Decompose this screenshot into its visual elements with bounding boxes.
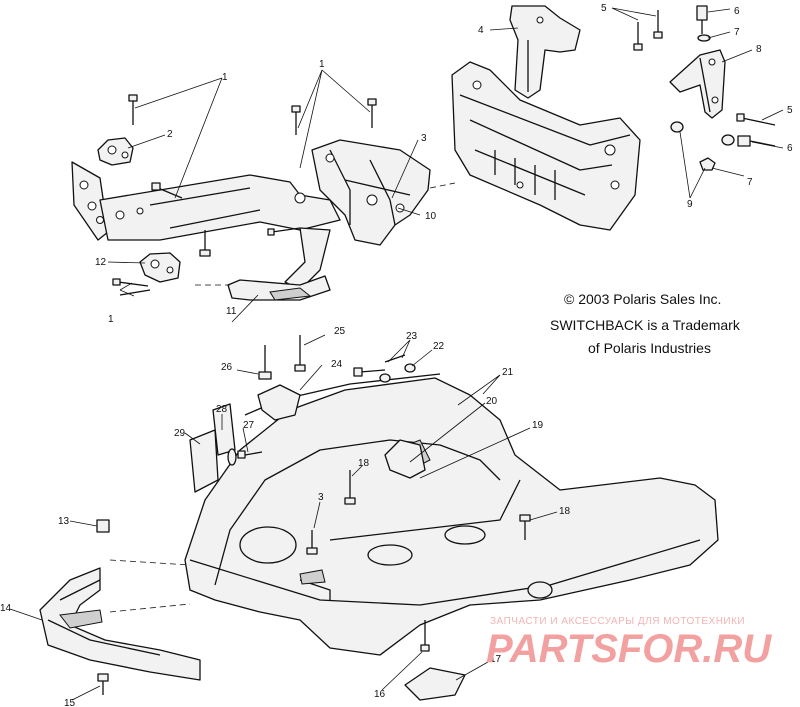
callout-9: 9 xyxy=(687,199,693,210)
callout-numbers: 1 1 1 2 3 3 4 5 5 6 6 7 7 8 9 10 11 12 1… xyxy=(0,3,793,707)
callout-17: 17 xyxy=(490,654,502,665)
watermark-tagline: ЗАПЧАСТИ И АКСЕССУАРЫ ДЛЯ МОТОТЕХНИКИ xyxy=(490,616,745,627)
callout-13: 13 xyxy=(58,516,70,527)
leader-lines xyxy=(9,7,784,701)
plate-8 xyxy=(669,49,726,119)
callout-1: 1 xyxy=(319,59,325,70)
copyright-block: © 2003 Polaris Sales Inc. SWITCHBACK is … xyxy=(550,291,741,356)
callout-7: 7 xyxy=(734,27,740,38)
callout-12: 12 xyxy=(95,257,107,268)
callout-29: 29 xyxy=(174,428,186,439)
bolts-1 xyxy=(112,94,377,296)
callout-25: 25 xyxy=(334,326,346,337)
watermark-brand: PARTSFOR.RU xyxy=(486,627,772,671)
copyright-line-2: SWITCHBACK is a Trademark xyxy=(550,317,741,333)
callout-18: 18 xyxy=(358,458,370,469)
callout-2: 2 xyxy=(167,129,173,140)
callout-1: 1 xyxy=(108,314,114,325)
callout-10: 10 xyxy=(425,211,437,222)
callout-1: 1 xyxy=(222,72,228,83)
callout-14: 14 xyxy=(0,603,12,614)
callout-16: 16 xyxy=(374,689,386,700)
copyright-line-3: of Polaris Industries xyxy=(588,340,711,356)
callout-3: 3 xyxy=(318,492,324,503)
callout-26: 26 xyxy=(221,362,233,373)
skid-17 xyxy=(404,620,466,701)
callout-15: 15 xyxy=(64,698,76,707)
callout-4: 4 xyxy=(478,25,484,36)
callout-19: 19 xyxy=(532,420,544,431)
bracket-4 xyxy=(509,5,581,99)
front-cross-frame xyxy=(451,61,641,231)
callout-20: 20 xyxy=(486,396,498,407)
callout-22: 22 xyxy=(433,341,445,352)
callout-11: 11 xyxy=(226,306,237,317)
small-hardware xyxy=(633,5,776,171)
nosepan-assembly xyxy=(109,373,719,656)
bracket-2 xyxy=(97,137,134,166)
plates-28-29 xyxy=(96,335,531,695)
callout-18: 18 xyxy=(559,506,571,517)
column-bracket-10 xyxy=(311,139,456,246)
callout-27: 27 xyxy=(243,420,255,431)
callout-6: 6 xyxy=(787,143,793,154)
callout-5: 5 xyxy=(601,3,607,14)
callout-7: 7 xyxy=(747,177,753,188)
callout-24: 24 xyxy=(331,359,343,370)
callout-23: 23 xyxy=(406,331,418,342)
front-bumper-14 xyxy=(39,567,201,681)
bracket-12 xyxy=(139,252,181,283)
callout-5: 5 xyxy=(787,105,793,116)
callout-6: 6 xyxy=(734,6,740,17)
callout-8: 8 xyxy=(756,44,762,55)
copyright-line-1: © 2003 Polaris Sales Inc. xyxy=(564,291,721,307)
callout-21: 21 xyxy=(502,367,514,378)
callout-3: 3 xyxy=(421,133,427,144)
watermark: ЗАПЧАСТИ И АКСЕССУАРЫ ДЛЯ МОТОТЕХНИКИ PA… xyxy=(486,616,772,671)
callout-28: 28 xyxy=(216,404,228,415)
front-frame-assembly xyxy=(71,161,341,301)
